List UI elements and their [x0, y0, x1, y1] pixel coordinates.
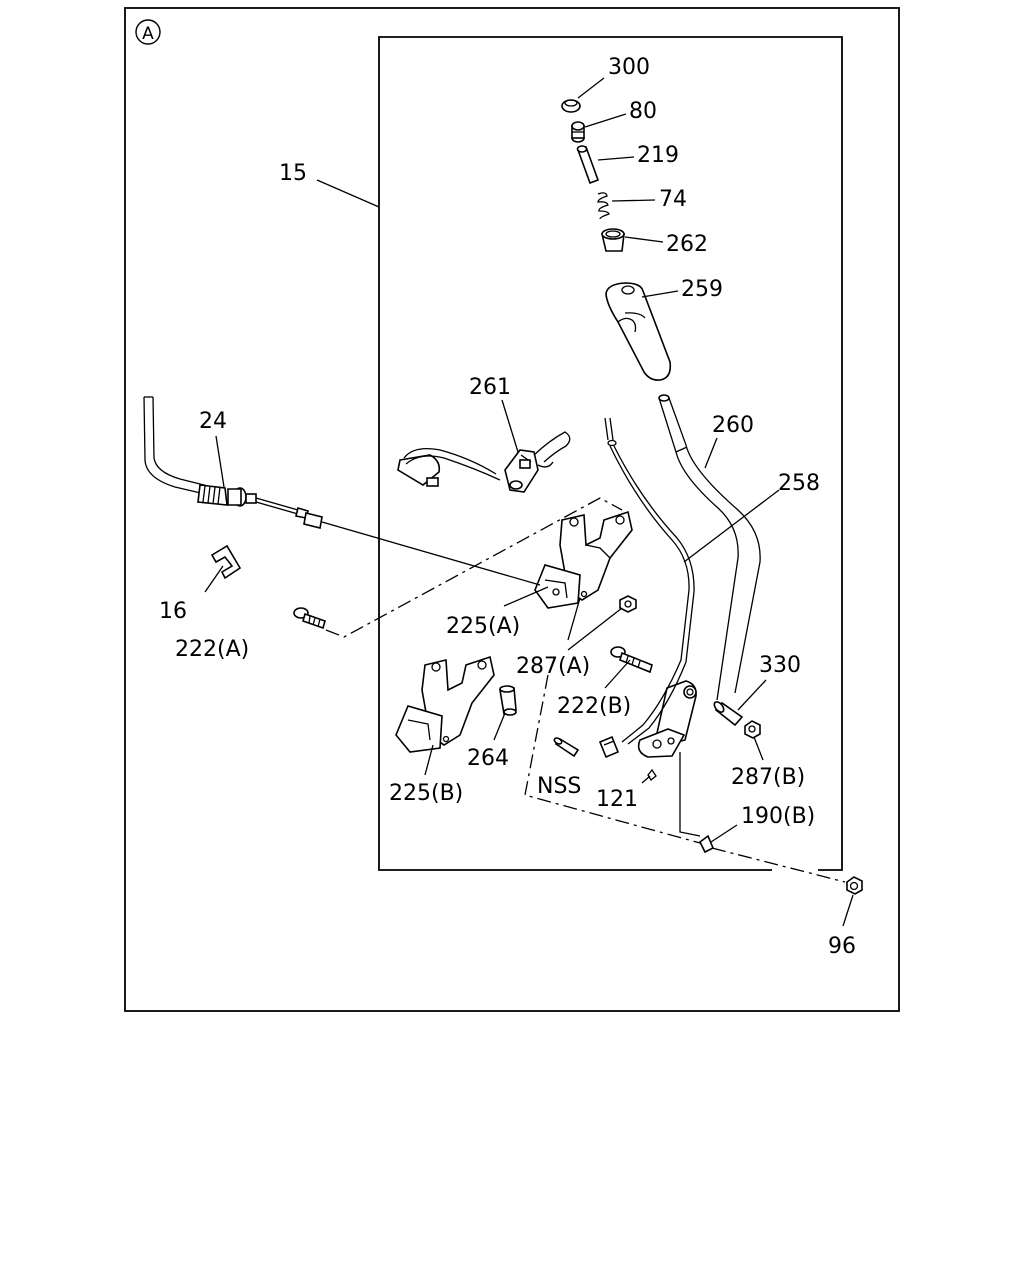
callout-nss: NSS — [537, 774, 581, 799]
part-121-clip — [647, 768, 657, 781]
bolt-222a-path-line — [325, 497, 623, 638]
callout-262: 262 — [666, 232, 708, 257]
outer-frame — [124, 7, 900, 1012]
callout-260: 260 — [712, 413, 754, 438]
part-264-bushing — [499, 685, 517, 716]
nut-96-path-line — [711, 847, 846, 883]
view-marker-circle — [135, 19, 161, 45]
callout-300: 300 — [608, 55, 650, 80]
callout-24: 24 — [199, 409, 227, 434]
part-225a-bracket — [534, 510, 633, 609]
part-80-grommet — [571, 121, 585, 143]
leader-225a — [503, 586, 549, 607]
callout-261: 261 — [469, 375, 511, 400]
part-260-shift-lever — [637, 394, 761, 758]
callout-259: 259 — [681, 277, 723, 302]
leader-261 — [501, 399, 519, 453]
leader-287b — [753, 736, 764, 761]
part-16-clip — [210, 544, 242, 580]
part-nss-pin — [553, 737, 580, 758]
callout-222b: 222(B) — [557, 694, 631, 719]
part-96-nut — [846, 876, 863, 895]
leader-74 — [611, 199, 656, 202]
leader-219 — [597, 156, 635, 161]
part-219-pin — [576, 145, 600, 185]
leader-264 — [493, 712, 506, 741]
part-259-knob — [605, 282, 672, 381]
callout-258: 258 — [778, 471, 820, 496]
leader-80 — [584, 113, 627, 128]
callout-287b: 287(B) — [731, 765, 805, 790]
callout-219: 219 — [637, 143, 679, 168]
part-222b-bolt — [610, 646, 653, 674]
part-330-sleeve — [713, 701, 744, 727]
view-marker: A — [135, 19, 161, 45]
callout-222a: 222(A) — [175, 637, 249, 662]
callout-15: 15 — [279, 161, 307, 186]
part-258-cable — [598, 417, 695, 759]
leader-262 — [624, 236, 664, 243]
callout-225b: 225(B) — [389, 781, 463, 806]
part-190b-bolt — [679, 752, 715, 854]
leader-260 — [704, 437, 718, 469]
assembly-frame-15 — [378, 36, 843, 871]
leader-287a-2 — [567, 607, 623, 651]
leader-258 — [683, 489, 780, 563]
pin-nss-path-line — [524, 674, 701, 844]
part-287a-nut — [619, 595, 637, 613]
view-marker-letter: A — [142, 24, 154, 44]
part-287b-nut — [744, 720, 761, 739]
leader-287a-1 — [567, 597, 581, 641]
callout-74: 74 — [659, 187, 687, 212]
callout-287a: 287(A) — [516, 654, 590, 679]
leader-96 — [842, 894, 854, 927]
leader-16 — [204, 565, 224, 593]
leader-222b — [604, 659, 631, 689]
part-24-shift-cable — [143, 396, 323, 529]
callout-96: 96 — [828, 934, 856, 959]
callout-330: 330 — [759, 653, 801, 678]
part-225b-bracket — [395, 655, 495, 753]
part-74-spring — [597, 192, 610, 220]
leader-24 — [215, 435, 225, 488]
callout-190b: 190(B) — [741, 804, 815, 829]
callout-16: 16 — [159, 599, 187, 624]
part-222a-bolt — [293, 607, 326, 630]
leader-190b — [710, 824, 738, 843]
leader-225b — [424, 744, 434, 776]
leader-15 — [316, 179, 380, 208]
callout-225a: 225(A) — [446, 614, 520, 639]
leader-300 — [577, 77, 605, 99]
cable-24-route-line — [321, 521, 541, 586]
leader-259 — [641, 290, 679, 298]
part-300-cap — [561, 99, 581, 113]
part-261-switch-harness — [397, 431, 571, 493]
callout-264: 264 — [467, 746, 509, 771]
leader-330 — [737, 679, 767, 711]
part-262-sleeve — [600, 228, 625, 252]
leader-121 — [641, 775, 651, 784]
callout-80: 80 — [629, 99, 657, 124]
callout-121: 121 — [596, 787, 638, 812]
